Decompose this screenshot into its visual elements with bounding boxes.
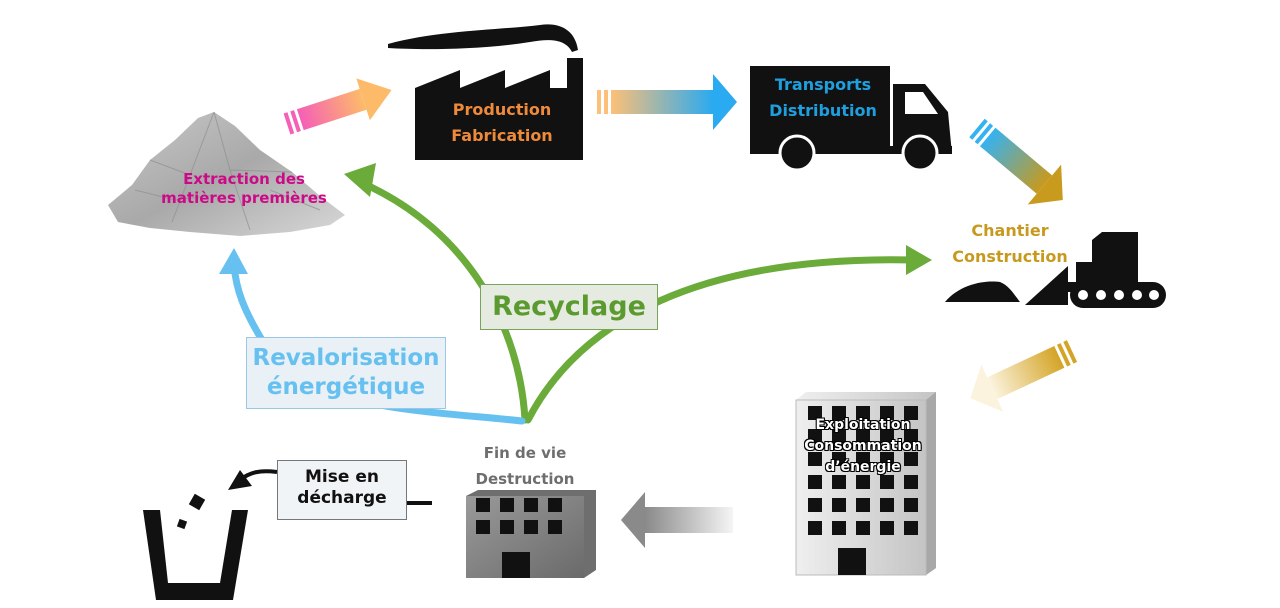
chantier-label-line2: Construction: [952, 246, 1068, 266]
window: [904, 406, 918, 420]
extraction-label: Extraction des matières premières: [124, 170, 364, 208]
factory-icon: [388, 24, 583, 160]
window: [808, 498, 822, 512]
chantier-label-line1: Chantier: [971, 221, 1049, 240]
production-label-line1: Production: [452, 100, 552, 119]
mise-en-decharge-label-line2: décharge: [297, 488, 387, 509]
rock-pile-icon: [108, 111, 345, 236]
window: [832, 475, 846, 489]
window: [808, 521, 822, 535]
window: [880, 406, 894, 420]
window: [524, 498, 538, 512]
window: [880, 521, 894, 535]
window: [904, 429, 918, 443]
window: [856, 452, 870, 466]
chantier-label: Chantier Construction: [940, 218, 1080, 269]
trash-bin-icon: [143, 493, 248, 600]
window: [832, 406, 846, 420]
window: [904, 452, 918, 466]
window: [904, 521, 918, 535]
recyclage-arrowhead-left: [344, 163, 376, 197]
window: [880, 452, 894, 466]
window: [548, 498, 562, 512]
window: [856, 406, 870, 420]
small-building-windows: [476, 498, 562, 534]
fin-de-vie-label-line2: Destruction: [475, 470, 575, 489]
arrow-transport-chantier: [969, 118, 1063, 205]
recyclage-label: Recyclage: [492, 291, 646, 322]
window: [832, 521, 846, 535]
bulldozer-icon: [945, 232, 1166, 308]
exploitation-label-line1: Exploitation: [815, 417, 911, 433]
exploitation-label-line3: d’énergie: [825, 459, 901, 475]
fin-de-vie-label-line1: Fin de vie: [483, 444, 567, 462]
extraction-label-line2: matières premières: [161, 188, 327, 207]
arrow-exploitation-findevie: [621, 492, 733, 548]
window: [856, 429, 870, 443]
revalorisation-label-line2: énergétique: [266, 373, 426, 400]
revalorisation-label-line1: Revalorisation: [252, 345, 440, 371]
production-label-line2: Fabrication: [451, 125, 553, 145]
transport-label: Transports Distribution: [758, 72, 888, 123]
window: [476, 520, 490, 534]
window: [904, 498, 918, 512]
recyclage-arrowhead-right: [906, 245, 932, 275]
window: [832, 452, 846, 466]
arrow-extraction-production: [283, 78, 392, 135]
window: [500, 498, 514, 512]
fin-de-vie-label: Fin de vie Destruction: [455, 440, 595, 493]
window: [808, 406, 822, 420]
window: [856, 475, 870, 489]
transport-label-line1: Transports: [774, 75, 872, 94]
window: [808, 429, 822, 443]
exploitation-label: Exploitation Consommation d’énergie: [778, 415, 948, 478]
revalorisation-box: Revalorisation énergétique: [246, 337, 446, 409]
office-building-windows: [808, 406, 918, 535]
window: [856, 521, 870, 535]
arrow-chantier-exploitation: [970, 340, 1078, 412]
window: [500, 520, 514, 534]
truck-icon: [750, 66, 952, 172]
window: [832, 429, 846, 443]
mise-en-decharge-box: Mise en décharge: [277, 460, 407, 520]
window: [476, 498, 490, 512]
recyclage-box: Recyclage: [480, 284, 658, 330]
arrow-production-transport: [597, 74, 737, 130]
extraction-label-line1: Extraction des: [183, 170, 305, 188]
window: [904, 475, 918, 489]
decharge-connector: [228, 469, 432, 505]
window: [808, 452, 822, 466]
window: [880, 498, 894, 512]
window: [808, 475, 822, 489]
window: [524, 520, 538, 534]
window: [880, 475, 894, 489]
window: [548, 520, 562, 534]
window: [856, 498, 870, 512]
exploitation-label-line2: Consommation: [804, 438, 922, 454]
production-label: Production Fabrication: [432, 97, 572, 148]
transport-label-line2: Distribution: [769, 100, 877, 120]
window: [832, 498, 846, 512]
mise-en-decharge-label-line1: Mise en: [305, 467, 379, 487]
window: [880, 429, 894, 443]
